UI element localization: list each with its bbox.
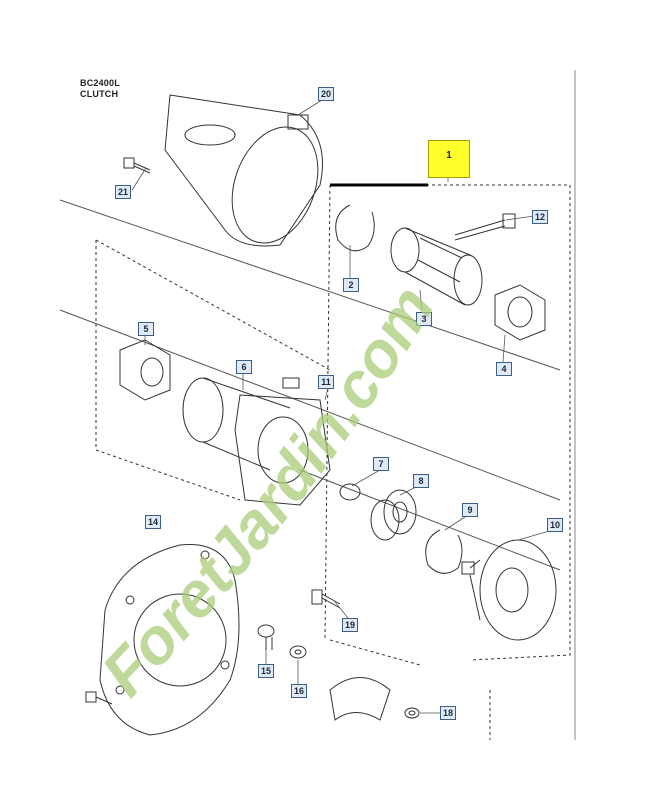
axis-line-top [59, 199, 561, 371]
callout-14: 14 [145, 515, 161, 529]
part-4-nut [494, 284, 546, 341]
callout-16: 16 [291, 684, 307, 698]
assembly-box-top-edge [95, 239, 331, 371]
callout-18: 18 [440, 706, 456, 720]
part-15-bolt [257, 624, 275, 650]
axis-line-mid [59, 309, 561, 501]
part-14-cover [99, 543, 240, 736]
callout-11: 11 [318, 375, 334, 389]
callout-3: 3 [416, 312, 432, 326]
part-9-ring [425, 529, 463, 574]
part-20-window [184, 124, 236, 146]
part-19-screw [311, 589, 341, 609]
axis-line-low [299, 469, 561, 571]
callout-1: 1 [428, 140, 470, 178]
callout-4: 4 [496, 362, 512, 376]
clutch-shoe [329, 677, 391, 721]
part-7-clip [339, 483, 361, 501]
callout-15: 15 [258, 664, 274, 678]
assembly-box-1-left [324, 184, 331, 641]
part-3-bearing [390, 227, 483, 306]
assembly-box-1 [330, 184, 571, 661]
callout-2: 2 [343, 278, 359, 292]
section-header: CLUTCH [80, 89, 119, 99]
callout-12: 12 [532, 210, 548, 224]
callout-6: 6 [236, 360, 252, 374]
part-20-housing [164, 94, 323, 247]
callout-10: 10 [547, 518, 563, 532]
part-18-washer [404, 707, 420, 719]
part-6-shaft-housing [182, 377, 331, 506]
assembly-box-14-left [95, 240, 241, 501]
callout-21: 21 [115, 185, 131, 199]
part-2-snap-ring [335, 204, 375, 252]
callout-7: 7 [373, 457, 389, 471]
part-21-screw [123, 157, 151, 174]
assembly-box-1-bottom [329, 639, 421, 666]
callout-19: 19 [342, 618, 358, 632]
model-header: BC2400L [80, 78, 120, 88]
callout-8: 8 [413, 474, 429, 488]
part-12-screw [454, 213, 516, 241]
part-10-drum [461, 539, 557, 641]
callout-5: 5 [138, 322, 154, 336]
bottom-left-screw [85, 691, 113, 705]
callout-20: 20 [318, 87, 334, 101]
callout-9: 9 [462, 503, 478, 517]
part-20-opening [231, 126, 319, 244]
part-16-washer [289, 645, 307, 659]
part-8-bearing [370, 489, 417, 541]
